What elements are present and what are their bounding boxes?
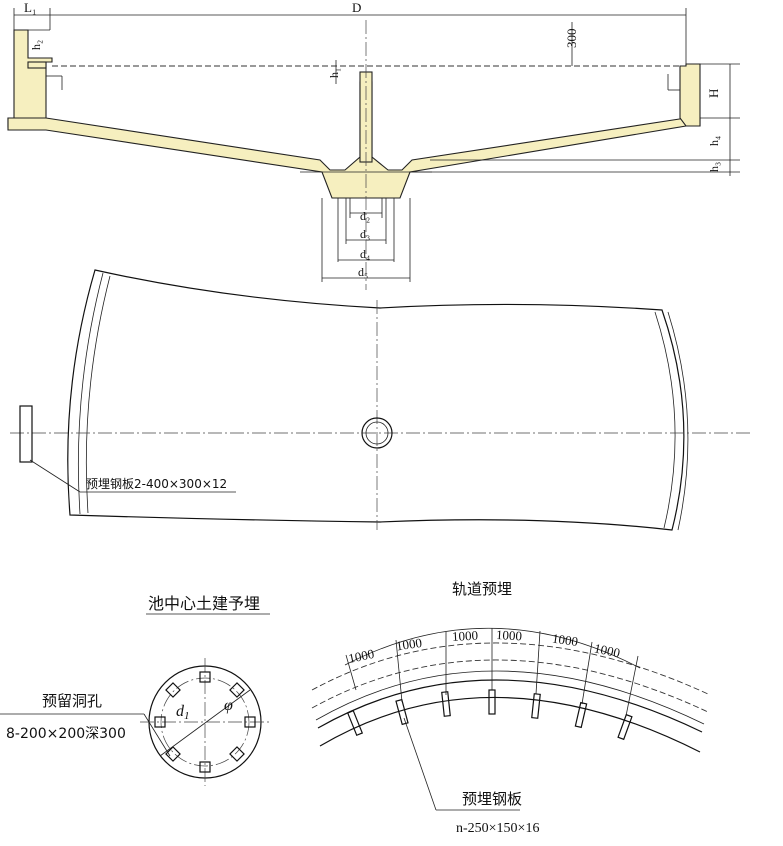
spacing-4: 1000 xyxy=(496,627,523,643)
spacing-3: 1000 xyxy=(452,628,479,644)
dim-h4: h₄ xyxy=(707,136,721,146)
dim-h3: h₃ xyxy=(707,162,721,172)
track-plate xyxy=(395,698,409,726)
hole-spec: 8-200×200深300 xyxy=(6,726,126,742)
d1-label: d1 xyxy=(176,703,190,722)
spacing-1: 1000 xyxy=(347,646,376,666)
track-plate xyxy=(617,713,633,741)
track-plate xyxy=(346,709,364,737)
dim-H: H xyxy=(706,89,721,98)
track-plate xyxy=(574,701,588,729)
dim-h1: h₁ xyxy=(327,68,341,78)
spacing-5: 1000 xyxy=(551,631,579,649)
phi-label: φ xyxy=(224,697,233,714)
embedded-plate-label: 预埋钢板2-400×300×12 xyxy=(86,477,227,491)
spacing-2: 1000 xyxy=(395,635,423,653)
dim-d2: d₂ xyxy=(360,209,370,223)
plan-view: 预埋钢板2-400×300×12 xyxy=(10,269,750,531)
dim-L1: L₁ xyxy=(24,0,36,15)
track-detail-title: 轨道预埋 xyxy=(452,580,512,598)
track-plate xyxy=(441,691,451,717)
dim-h2: h₂ xyxy=(29,40,43,50)
track-detail: 轨道预埋 1000 1000 1000 1000 1000 1000 预埋 xyxy=(311,580,709,836)
section-view: L₁ D h₂ 300 h₁ H h₄ h₃ xyxy=(7,0,740,290)
center-detail-title: 池中心土建予埋 xyxy=(148,594,260,613)
track-plate-spec: n-250×150×16 xyxy=(456,821,539,836)
track-plate xyxy=(488,689,496,715)
embedded-plate xyxy=(19,405,33,463)
dim-300: 300 xyxy=(564,29,579,49)
dim-d4: d₄ xyxy=(360,247,370,261)
track-plate xyxy=(531,693,541,719)
hole-label: 预留洞孔 xyxy=(42,692,102,710)
track-plate-label: 预埋钢板 xyxy=(462,790,522,808)
dim-D: D xyxy=(352,0,361,15)
spacing-6: 1000 xyxy=(593,640,622,660)
dim-d5: d₅ xyxy=(358,265,368,279)
center-detail: 池中心土建予埋 d1 φ 预留洞孔 8-200×200深300 xyxy=(0,594,270,786)
dim-d3: d₃ xyxy=(360,227,370,241)
